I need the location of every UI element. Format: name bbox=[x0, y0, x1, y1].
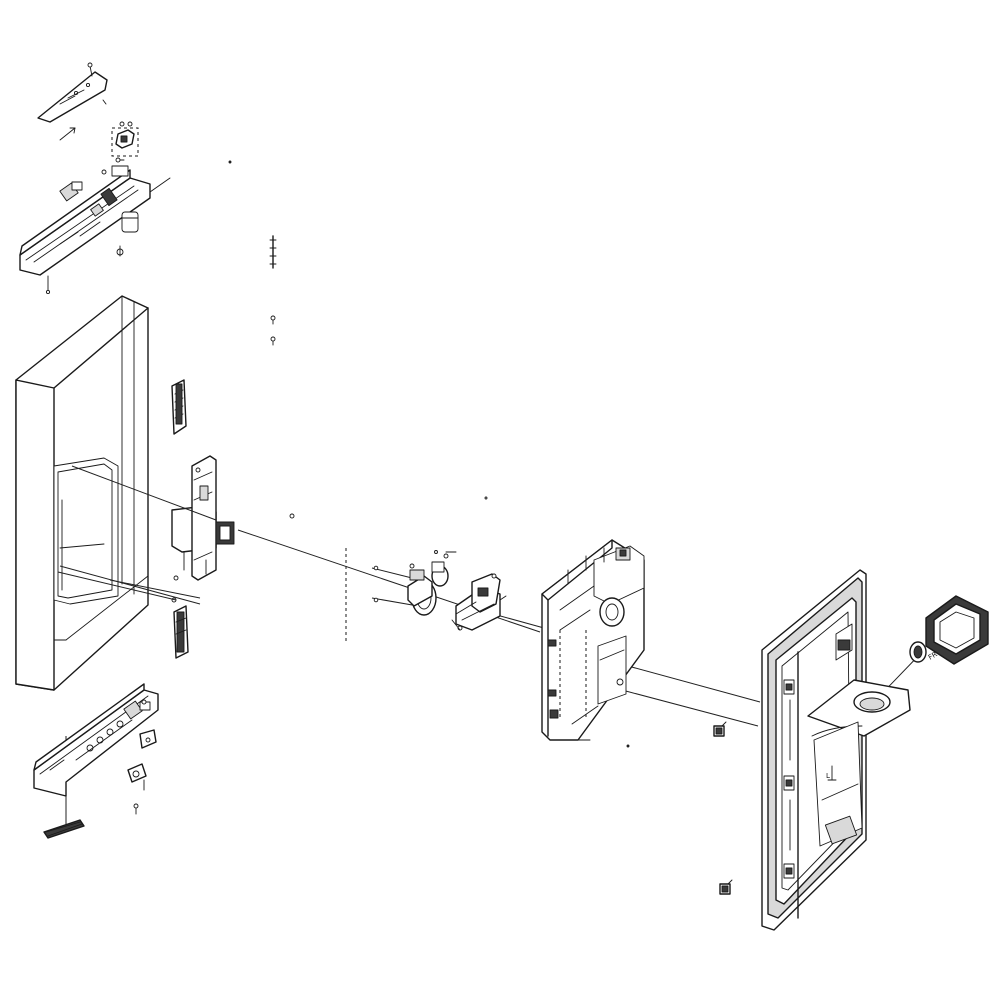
lower-strip-seal bbox=[43, 819, 85, 839]
center-mount-bracket bbox=[171, 455, 295, 603]
small-clip-upper bbox=[713, 721, 727, 737]
hinge-plate-upper bbox=[171, 379, 187, 435]
dispenser-motor-bracket bbox=[451, 496, 507, 631]
inner-liner-frame: L bbox=[761, 569, 911, 931]
top-cover-plate bbox=[37, 62, 108, 141]
door-outer-panel bbox=[15, 295, 149, 691]
upper-control-housing bbox=[19, 165, 171, 295]
liner-mark-label: L bbox=[826, 772, 830, 780]
lower-control-housing bbox=[33, 683, 159, 815]
dispenser-paddle: FR bbox=[909, 595, 989, 665]
screw-strip-upper bbox=[228, 160, 277, 346]
solenoid-actuator-assembly bbox=[373, 550, 457, 616]
hinge-plate-lower bbox=[173, 605, 189, 659]
small-clip-lower bbox=[719, 879, 733, 895]
upper-clip-bracket bbox=[111, 121, 139, 163]
paddle-text-label: FR bbox=[927, 650, 939, 661]
dispenser-frame-assembly bbox=[541, 539, 645, 748]
